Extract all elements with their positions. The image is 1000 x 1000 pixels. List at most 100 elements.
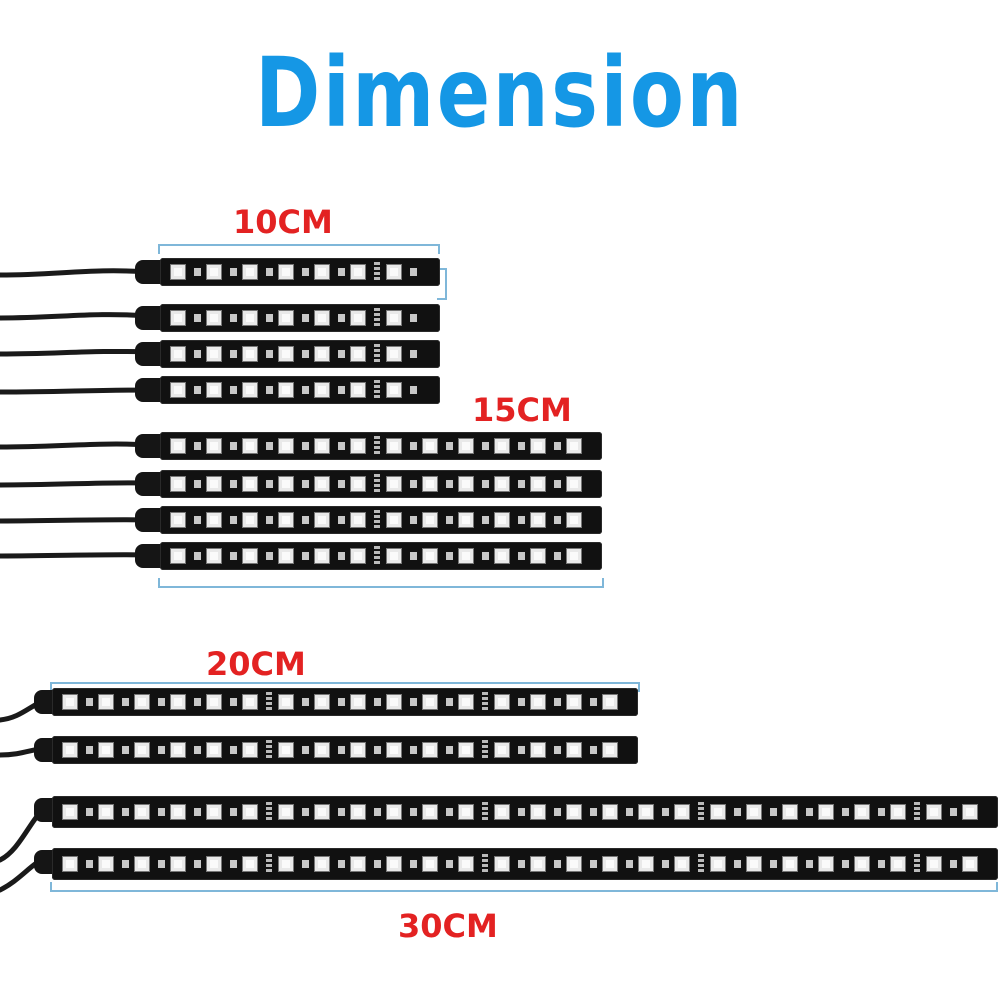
resistor: [410, 442, 417, 450]
led-chip: [170, 856, 186, 872]
led-chip: [350, 856, 366, 872]
led-chip: [530, 804, 546, 820]
resistor: [338, 314, 345, 322]
length-label-30cm: 30CM: [398, 907, 498, 945]
led-chip: [422, 512, 438, 528]
led-chip: [890, 856, 906, 872]
resistor: [482, 442, 489, 450]
led-chip: [98, 694, 114, 710]
resistor: [230, 746, 237, 754]
led-chip: [782, 804, 798, 820]
led-chip: [350, 476, 366, 492]
led-chip: [314, 310, 330, 326]
resistor: [86, 746, 93, 754]
resistor: [518, 552, 525, 560]
led-chip: [602, 742, 618, 758]
length-label-15cm: 15CM: [472, 391, 572, 429]
led-chip: [386, 310, 402, 326]
led-chip: [710, 804, 726, 820]
led-chip: [98, 856, 114, 872]
led-strip-15cm-2: [160, 470, 602, 498]
led-chip: [710, 856, 726, 872]
led-chip: [278, 346, 294, 362]
led-chip: [566, 742, 582, 758]
led-chip: [386, 694, 402, 710]
led-chip: [638, 804, 654, 820]
resistor: [302, 350, 309, 358]
resistor: [734, 860, 741, 868]
led-chip: [530, 438, 546, 454]
resistor: [770, 808, 777, 816]
resistor: [554, 746, 561, 754]
resistor: [302, 314, 309, 322]
solder-pad: [266, 692, 272, 712]
solder-pad: [914, 802, 920, 822]
led-chip: [530, 694, 546, 710]
resistor: [410, 386, 417, 394]
led-chip: [602, 694, 618, 710]
solder-pad: [482, 854, 488, 874]
led-chip: [206, 856, 222, 872]
led-chip: [170, 548, 186, 564]
resistor: [878, 808, 885, 816]
resistor: [446, 808, 453, 816]
resistor: [302, 386, 309, 394]
led-chip: [278, 264, 294, 280]
led-strip-10cm-4: [160, 376, 440, 404]
resistor: [554, 552, 561, 560]
led-chip: [242, 438, 258, 454]
led-chip: [278, 742, 294, 758]
resistor: [338, 860, 345, 868]
resistor: [446, 516, 453, 524]
led-chip: [530, 548, 546, 564]
led-chip: [422, 476, 438, 492]
led-chip: [530, 476, 546, 492]
resistor: [662, 860, 669, 868]
led-chip: [314, 742, 330, 758]
led-chip: [170, 264, 186, 280]
led-chip: [278, 476, 294, 492]
length-label-10cm: 10CM: [233, 203, 333, 241]
resistor: [230, 386, 237, 394]
led-chip: [890, 804, 906, 820]
solder-pad: [374, 308, 380, 328]
led-chip: [422, 856, 438, 872]
resistor: [410, 698, 417, 706]
resistor: [230, 350, 237, 358]
resistor: [230, 268, 237, 276]
resistor: [266, 386, 273, 394]
resistor: [374, 698, 381, 706]
led-chip: [134, 694, 150, 710]
led-chip: [206, 804, 222, 820]
led-strip-10cm-2: [160, 304, 440, 332]
resistor: [338, 268, 345, 276]
resistor: [590, 698, 597, 706]
led-chip: [458, 804, 474, 820]
resistor: [446, 698, 453, 706]
resistor: [734, 808, 741, 816]
led-chip: [386, 804, 402, 820]
led-chip: [458, 694, 474, 710]
led-chip: [350, 310, 366, 326]
resistor: [230, 808, 237, 816]
resistor: [338, 552, 345, 560]
resistor: [554, 698, 561, 706]
led-chip: [62, 856, 78, 872]
led-chip: [170, 476, 186, 492]
led-chip: [242, 804, 258, 820]
led-chip: [566, 438, 582, 454]
solder-pad: [374, 344, 380, 364]
resistor: [338, 746, 345, 754]
resistor: [410, 480, 417, 488]
resistor: [842, 808, 849, 816]
led-strip-30cm-2: [52, 848, 998, 880]
resistor: [266, 442, 273, 450]
resistor: [194, 268, 201, 276]
led-chip: [350, 438, 366, 454]
led-chip: [422, 742, 438, 758]
led-chip: [386, 476, 402, 492]
resistor: [230, 552, 237, 560]
led-chip: [494, 476, 510, 492]
led-chip: [62, 742, 78, 758]
resistor: [194, 386, 201, 394]
